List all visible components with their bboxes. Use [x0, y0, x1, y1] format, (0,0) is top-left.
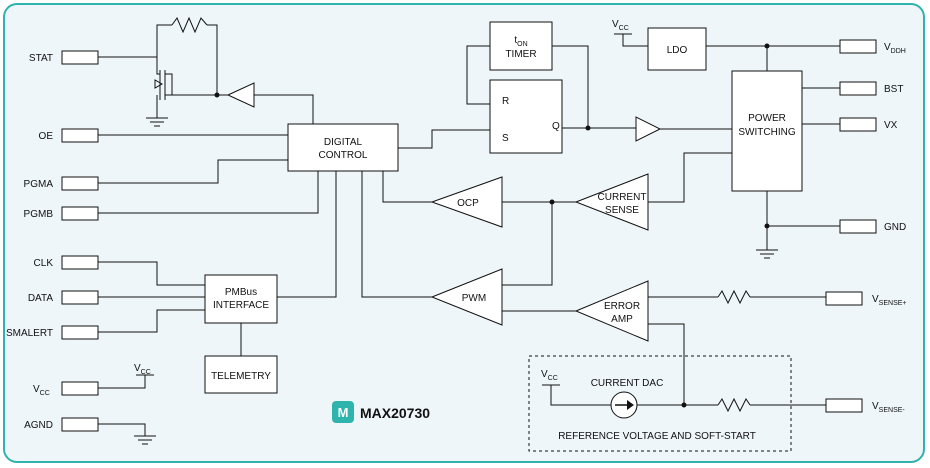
power-switching-block — [731, 70, 803, 192]
ldo-vcc-label: VCC — [612, 19, 629, 32]
left-vcc-supply-label: VCC — [134, 363, 151, 376]
pin-bst: BST — [839, 81, 903, 96]
pin-clk: CLK — [34, 255, 99, 270]
pmbus-label-2: INTERFACE — [213, 300, 269, 311]
pin-vsense-minus: VSENSE- — [825, 398, 905, 414]
pullup-resistor — [171, 16, 208, 34]
stat-ground-icon — [146, 117, 168, 127]
pin-vsense-minus-label: VSENSE- — [872, 401, 905, 414]
pin-vx-label: VX — [884, 120, 898, 131]
sr-latch-r: R — [502, 96, 509, 107]
pin-vcc: VCC — [33, 381, 99, 397]
sr-latch-q: Q — [552, 121, 560, 132]
vsense-plus-resistor — [717, 289, 751, 305]
pwm-label: PWM — [462, 293, 486, 304]
dac-vcc-label: VCC — [541, 369, 558, 382]
pin-bst-label: BST — [884, 84, 903, 95]
power-switching-label-1: POWER — [748, 113, 786, 124]
pin-smalert-label: SMALERT — [6, 328, 53, 339]
svg-text:M: M — [338, 405, 349, 420]
maxim-logo-icon — [332, 401, 354, 423]
telemetry-block — [204, 355, 278, 394]
digital-control-label-2: CONTROL — [319, 150, 368, 161]
pin-vcc-label: VCC — [33, 384, 50, 397]
ldo-label: LDO — [667, 45, 688, 56]
pin-vx: VX — [839, 117, 898, 132]
pin-vsense-plus: VSENSE+ — [825, 291, 907, 307]
pin-vddh: VDDH — [839, 39, 906, 55]
pin-pgmb: PGMB — [24, 206, 99, 221]
pmbus-label-1: PMBus — [225, 287, 257, 298]
pin-data-label: DATA — [28, 293, 54, 304]
pin-agnd-label: AGND — [24, 420, 53, 431]
power-switching-label-2: SWITCHING — [738, 127, 795, 138]
reference-voltage-label: REFERENCE VOLTAGE AND SOFT-START — [558, 431, 756, 442]
pin-oe: OE — [39, 128, 99, 143]
current-dac-label: CURRENT DAC — [591, 378, 664, 389]
reference-voltage-region — [528, 355, 792, 452]
pin-clk-label: CLK — [34, 258, 54, 269]
ldo-block — [647, 27, 707, 71]
pin-pgma-label: PGMA — [24, 179, 54, 190]
error-amp-label-1: ERROR — [604, 301, 640, 312]
current-sense-label-2: SENSE — [605, 205, 639, 216]
driver-buffer — [635, 116, 662, 142]
digital-control-block — [287, 123, 399, 172]
error-amp-label-2: AMP — [611, 314, 633, 325]
sr-latch-s: S — [502, 133, 509, 144]
brand-logo: M MAX20730 — [332, 401, 430, 423]
ton-timer-label-2: TIMER — [505, 49, 536, 60]
sr-latch-block — [489, 79, 563, 154]
pmbus-interface-block — [204, 274, 278, 324]
pin-gnd-label: GND — [884, 222, 906, 233]
pin-vddh-label: VDDH — [884, 42, 906, 55]
pin-gnd: GND — [839, 219, 906, 234]
part-number: MAX20730 — [360, 405, 430, 421]
ocp-label: OCP — [457, 198, 479, 209]
pwm-comparator — [430, 268, 503, 326]
pin-oe-label: OE — [39, 131, 54, 142]
pin-data: DATA — [28, 290, 99, 305]
pin-stat-label: STAT — [29, 53, 53, 64]
digital-control-label-1: DIGITAL — [324, 137, 363, 148]
agnd-ground-icon — [134, 435, 156, 445]
stat-buffer — [226, 82, 255, 108]
telemetry-label: TELEMETRY — [211, 371, 271, 382]
pin-smalert: SMALERT — [6, 325, 99, 340]
vsense-minus-resistor — [717, 397, 751, 413]
pin-agnd: AGND — [24, 417, 99, 432]
error-amplifier — [574, 280, 649, 342]
status-transistor — [156, 70, 175, 118]
pin-vsense-plus-label: VSENSE+ — [872, 294, 907, 307]
ton-timer-label-1: tON — [514, 35, 527, 48]
stat-circuit — [98, 16, 314, 127]
pin-pgma: PGMA — [24, 176, 99, 191]
pin-stat: STAT — [29, 50, 99, 65]
power-ground-icon — [756, 249, 778, 259]
current-sense-label-1: CURRENT — [598, 192, 647, 203]
pin-pgmb-label: PGMB — [24, 209, 54, 220]
